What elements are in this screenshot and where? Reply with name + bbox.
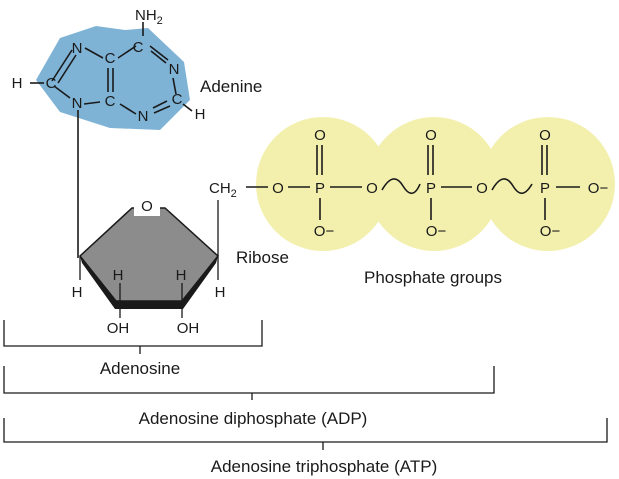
- phosphorus-alpha: P: [315, 180, 325, 197]
- adenine-group: NH2 C N C N C H C C N N H Adenine: [12, 7, 262, 258]
- atom-h: H: [72, 284, 83, 301]
- atom-c: C: [46, 75, 57, 92]
- atom-o-minus: O−: [540, 223, 561, 240]
- ring-oxygen: O: [141, 198, 153, 215]
- high-energy-bond-2: [491, 178, 533, 195]
- atom-o: O: [425, 127, 437, 144]
- atom-o: O: [366, 180, 378, 197]
- high-energy-bond-1: [381, 178, 421, 195]
- atom-n: N: [138, 108, 149, 125]
- atom-o: O: [314, 127, 326, 144]
- brackets: Adenosine Adenosine diphosphate (ADP) Ad…: [3, 320, 608, 476]
- atom-h: H: [215, 284, 226, 301]
- atom-c: C: [105, 50, 116, 67]
- adenosine-bracket: [3, 320, 263, 347]
- atom-n: N: [72, 40, 83, 57]
- adenosine-label: Adenosine: [100, 359, 180, 378]
- ribose-group: O H H H H OH OH Ribose: [72, 196, 289, 337]
- phosphate-background: [256, 117, 615, 251]
- atom-c: C: [172, 91, 183, 108]
- atom-o-minus: O−: [588, 180, 609, 197]
- atom-n: N: [72, 95, 83, 112]
- hydroxyl-2: OH: [107, 320, 130, 337]
- phosphate-chain: CH2 O P O O− O P O O− O P O O− O− Phosph…: [209, 127, 608, 287]
- atom-o: O: [272, 180, 284, 197]
- adp-bracket: [3, 366, 495, 394]
- phosphate-circle-3: [481, 117, 615, 251]
- phosphate-groups-label: Phosphate groups: [364, 268, 502, 287]
- atom-h: H: [195, 106, 206, 123]
- phosphorus-gamma: P: [540, 180, 550, 197]
- phosphate-circle-2: [367, 117, 501, 251]
- atom-h: H: [12, 75, 23, 92]
- atom-o-minus: O−: [426, 223, 447, 240]
- atom-o-minus: O−: [314, 223, 335, 240]
- ribose-label: Ribose: [236, 248, 289, 267]
- atp-bracket: [3, 418, 608, 443]
- atom-c: C: [105, 93, 116, 110]
- atom-h: H: [176, 267, 187, 284]
- adenine-label: Adenine: [200, 77, 262, 96]
- atom-n: N: [169, 61, 180, 78]
- atp-label: Adenosine triphosphate (ATP): [211, 457, 437, 476]
- atom-o: O: [476, 180, 488, 197]
- atom-ch2: CH2: [209, 180, 237, 200]
- atom-nh2: NH2: [135, 7, 163, 27]
- phosphate-circle-1: [256, 117, 390, 251]
- adp-label: Adenosine diphosphate (ADP): [139, 409, 368, 428]
- hydroxyl-3: OH: [177, 320, 200, 337]
- atom-h: H: [113, 267, 124, 284]
- atom-c: C: [133, 39, 144, 56]
- atom-o: O: [539, 127, 551, 144]
- phosphorus-beta: P: [426, 180, 436, 197]
